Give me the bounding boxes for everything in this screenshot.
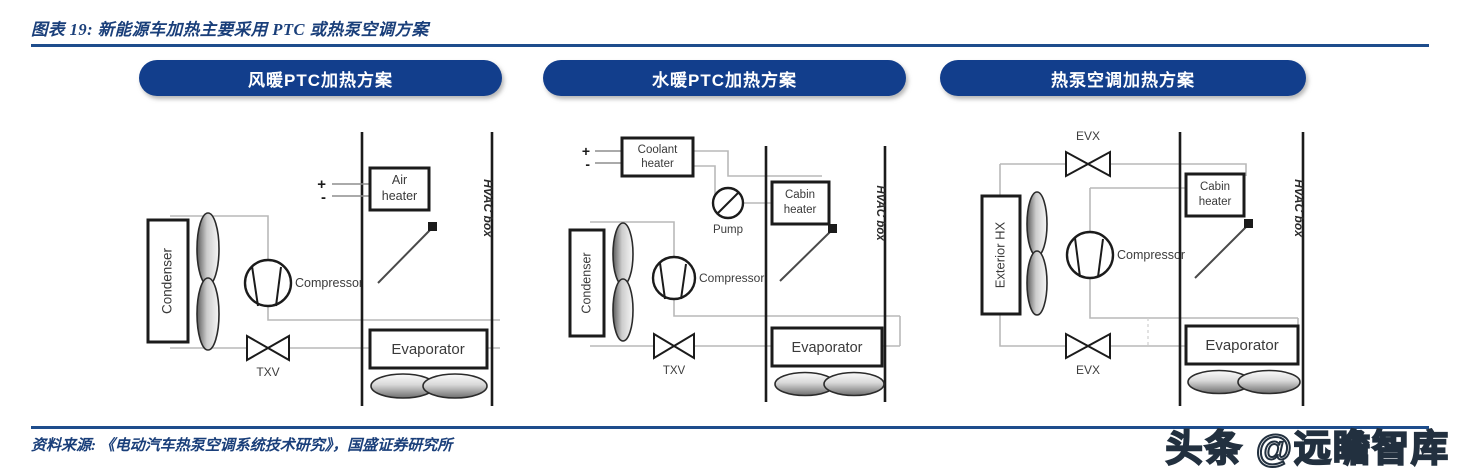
hvac-box-label: HVAC box <box>874 185 886 241</box>
panel-banner-air-ptc: 风暖PTC加热方案 <box>139 60 502 96</box>
condenser-label: Condenser <box>160 247 175 314</box>
cabin-heater-component: Cabin heater <box>1184 172 1246 218</box>
evaporator-label: Evaporator <box>391 341 464 358</box>
condenser-label: Condenser <box>579 252 593 313</box>
title-divider <box>31 44 1429 47</box>
hvac-box-label: HVAC box <box>481 179 495 238</box>
panel-banner-label: 热泵空调加热方案 <box>1051 70 1195 90</box>
cabin-heater-label-line1: Cabin <box>785 189 815 201</box>
hvac-box-walls <box>360 132 494 406</box>
air-heater-label-line1: Air <box>392 173 407 187</box>
negative-terminal-label: - <box>321 189 326 206</box>
condenser-fan-icon <box>612 222 634 342</box>
negative-terminal-label: - <box>585 156 590 172</box>
panel-banner-label: 水暖PTC加热方案 <box>652 70 797 90</box>
compressor-label: Compressor <box>295 276 363 290</box>
panel-banner-label: 风暖PTC加热方案 <box>248 70 393 90</box>
hvac-box-walls <box>1178 132 1305 406</box>
evx-bottom-label: EVX <box>1076 363 1100 377</box>
exterior-hx-component: Exterior HX <box>980 194 1022 316</box>
evaporator-component: Evaporator <box>368 328 489 370</box>
condenser-component: Condenser <box>568 228 606 338</box>
blower-fan-icon <box>774 371 885 397</box>
evx-valve-top-icon <box>1065 150 1111 178</box>
compressor-icon <box>243 258 293 308</box>
panel-banner-heat-pump: 热泵空调加热方案 <box>940 60 1306 96</box>
coolant-heater-label-line2: heater <box>641 158 674 170</box>
footer-divider <box>31 426 1429 429</box>
air-mix-door-icon <box>779 224 837 282</box>
condenser-fan-icon <box>196 212 220 351</box>
cabin-heater-label-line2: heater <box>784 204 817 216</box>
evx-top-label: EVX <box>1076 129 1100 143</box>
diagram-heat-pump: Exterior HX Compressor EVX EVX HVAC box … <box>958 118 1336 408</box>
compressor-icon <box>1065 230 1115 280</box>
air-mix-door-icon <box>377 222 437 284</box>
compressor-label: Compressor <box>1117 248 1185 262</box>
cabin-heater-label-line1: Cabin <box>1200 181 1230 193</box>
air-heater-component: Air heater <box>368 166 431 212</box>
coolant-heater-component: Coolant heater <box>620 136 695 178</box>
compressor-icon <box>651 255 697 301</box>
exterior-fan-icon <box>1026 191 1048 316</box>
evx-valve-bottom-icon <box>1065 332 1111 360</box>
txv-label: TXV <box>256 365 279 379</box>
cabin-heater-label-line2: heater <box>1199 196 1232 208</box>
txv-label: TXV <box>663 365 686 377</box>
coolant-heater-label-line1: Coolant <box>638 144 678 156</box>
page-title: 图表 19: 新能源车加热主要采用 PTC 或热泵空调方案 <box>31 20 429 39</box>
evaporator-label: Evaporator <box>792 340 863 356</box>
blower-fan-icon <box>1187 369 1301 395</box>
condenser-component: Condenser <box>146 218 190 344</box>
cabin-heater-component: Cabin heater <box>770 180 831 226</box>
evaporator-component: Evaporator <box>770 326 884 368</box>
blower-fan-icon <box>370 373 488 399</box>
diagram-air-ptc: Condenser Compressor TXV HVAC box + - Ai… <box>140 118 520 408</box>
hvac-box-walls <box>764 146 887 402</box>
diagram-water-ptc: Condenser Compressor TXV + - Coolant hea… <box>560 118 920 408</box>
txv-valve-icon <box>246 334 290 362</box>
evaporator-label: Evaporator <box>1205 337 1278 354</box>
positive-terminal-label: + <box>317 176 326 193</box>
pump-icon <box>711 186 745 220</box>
air-heater-label-line2: heater <box>382 189 417 203</box>
hvac-box-label: HVAC box <box>1292 179 1306 238</box>
panel-banner-water-ptc: 水暖PTC加热方案 <box>543 60 906 96</box>
positive-terminal-label: + <box>582 143 590 159</box>
pump-label: Pump <box>713 224 743 236</box>
watermark: 头条 @远瞻智库 <box>1165 427 1450 470</box>
terminal-wires <box>332 183 370 197</box>
terminal-wires <box>595 150 622 164</box>
txv-valve-icon <box>653 332 695 360</box>
air-mix-door-icon <box>1194 219 1253 279</box>
exterior-hx-label: Exterior HX <box>992 221 1007 288</box>
source-note: 资料来源: 《电动汽车热泵空调系统技术研究》，国盛证券研究所 <box>31 438 453 454</box>
compressor-label: Compressor <box>699 271 764 285</box>
evaporator-component: Evaporator <box>1184 324 1300 366</box>
